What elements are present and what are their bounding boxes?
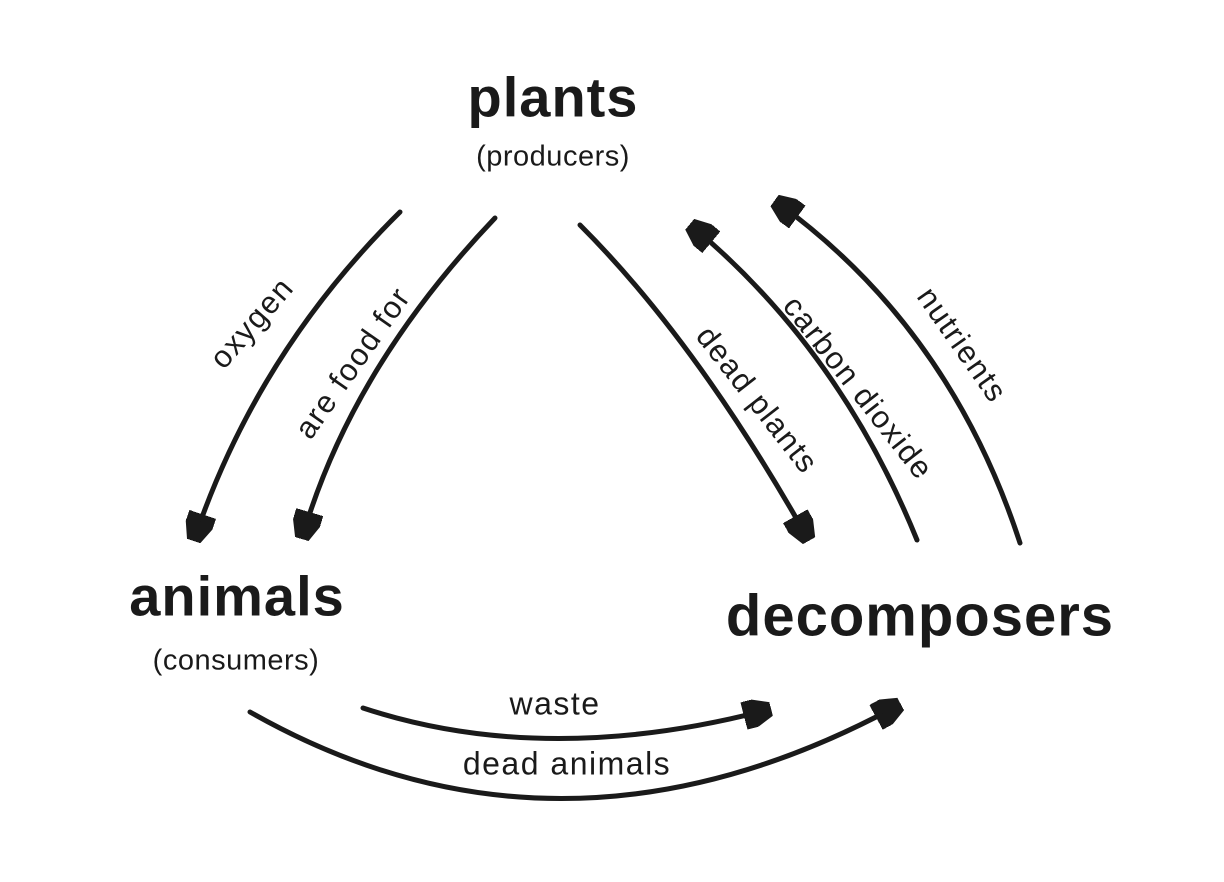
node-animals-sublabel: (consumers) <box>152 644 320 677</box>
are-food-for-arrow <box>303 215 498 535</box>
edge-label-dead-animals: dead animals <box>462 745 672 782</box>
node-decomposers: decomposers <box>725 583 1115 649</box>
edge-label-waste: waste <box>509 685 601 722</box>
node-animals: animals <box>129 564 345 628</box>
node-plants: plants <box>467 65 639 129</box>
dead-animals-arrow <box>247 706 897 801</box>
waste-arrow <box>360 708 767 741</box>
dead-plants-arrow <box>577 222 807 537</box>
carbon-dioxide-arrow <box>693 227 920 543</box>
node-plants-sublabel: (producers) <box>476 140 630 173</box>
oxygen-arrow <box>195 209 403 537</box>
nutrients-arrow <box>778 203 1023 546</box>
